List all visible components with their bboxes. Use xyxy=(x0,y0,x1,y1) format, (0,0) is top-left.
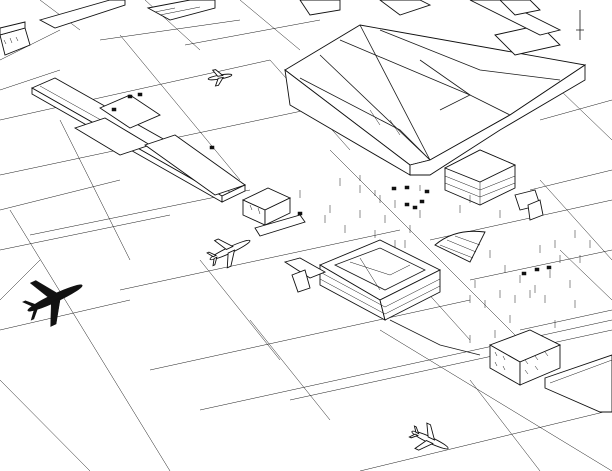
left-concourse xyxy=(30,77,246,203)
central-satellite-terminal xyxy=(283,239,481,356)
main-terminal xyxy=(284,0,587,176)
airplane-bottom-icon xyxy=(408,422,449,451)
office-tower xyxy=(443,149,544,221)
antenna-icon xyxy=(576,10,584,40)
airplane-large-icon xyxy=(22,280,83,327)
airplane-taxiing-icon xyxy=(206,238,251,269)
control-tower-building xyxy=(241,187,306,237)
vehicles xyxy=(111,92,552,276)
dome-structure xyxy=(434,230,486,263)
bottom-right-building xyxy=(488,329,612,413)
top-left-buildings xyxy=(0,0,216,56)
airplane-small-icon xyxy=(207,69,233,87)
light-poles xyxy=(299,175,591,343)
